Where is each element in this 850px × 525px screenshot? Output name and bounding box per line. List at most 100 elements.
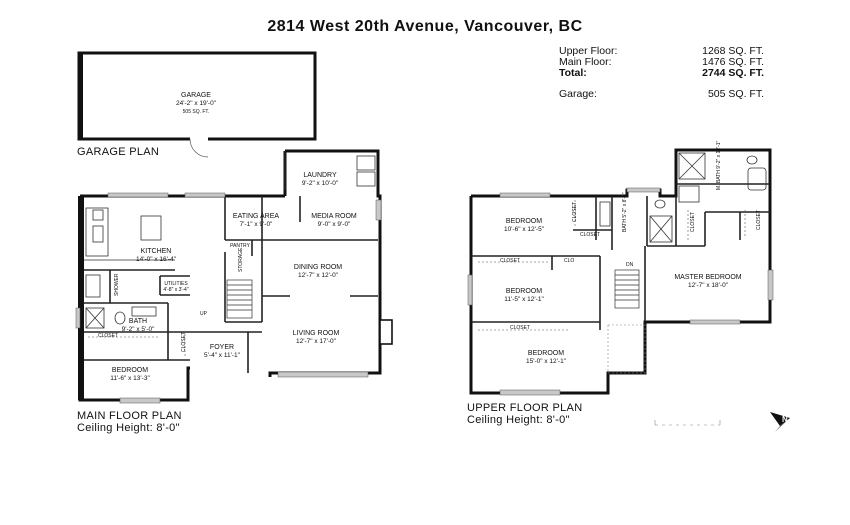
room-name: BATH bbox=[622, 219, 628, 232]
room-dim: 15'-0" x 12'-1" bbox=[526, 358, 566, 365]
scale-bar-icon bbox=[654, 420, 721, 426]
room-dim: 14'-0" x 16'-4" bbox=[136, 256, 176, 263]
main-bath-fixtures bbox=[85, 274, 157, 329]
closet-label-foyer: CLOSET bbox=[181, 331, 187, 352]
area-label: Main Floor: bbox=[559, 56, 612, 68]
room-name: GARAGE bbox=[181, 92, 211, 99]
garage-wall-left bbox=[79, 53, 83, 139]
upper-closets bbox=[478, 200, 746, 331]
room-label-shower: SHOWER bbox=[114, 273, 120, 297]
room-dim: 12'-7" x 18'-0" bbox=[688, 282, 728, 289]
upper-windows bbox=[467, 187, 774, 396]
svg-text:N: N bbox=[782, 415, 788, 424]
room-label-living-room: LIVING ROOM 12'-7" x 17'-0" bbox=[293, 330, 340, 346]
room-name: FOYER bbox=[209, 344, 235, 351]
fireplace bbox=[379, 319, 393, 345]
area-value: 2744 SQ. FT. bbox=[702, 67, 764, 79]
room-name: MEDIA ROOM bbox=[311, 213, 357, 220]
closet-label-main-bedroom: CLOSET bbox=[98, 333, 119, 339]
room-dim: 9'-2" x 12'-1" bbox=[716, 140, 722, 169]
room-dim: 11'-6" x 13'-3" bbox=[110, 375, 150, 382]
room-label-dining-room: DINING ROOM 12'-7" x 12'-0" bbox=[294, 264, 342, 280]
room-dim: 10'-6" x 12'-5" bbox=[504, 226, 544, 233]
upper-floor-walls bbox=[469, 148, 772, 395]
area-row-upper: Upper Floor: 1268 SQ. FT. bbox=[559, 46, 764, 57]
upper-floor-interior-walls bbox=[471, 183, 770, 330]
room-label-garage: GARAGE 24'-2" x 19'-0" 505 SQ. FT. bbox=[176, 92, 216, 116]
upper-landing bbox=[607, 324, 646, 374]
room-label-foyer: FOYER 5'-4" x 11'-1" bbox=[204, 344, 240, 360]
room-label-upper-bath: BATH 5'-2" x 8'-0" bbox=[622, 192, 628, 232]
room-dim: 9'-2" x 10'-0" bbox=[301, 180, 339, 187]
laundry-fixtures bbox=[356, 155, 376, 187]
room-label-pantry: PANTRY bbox=[230, 243, 250, 249]
area-label: Total: bbox=[559, 67, 587, 79]
room-name: LIVING ROOM bbox=[292, 330, 340, 337]
area-summary: Upper Floor: 1268 SQ. FT. Main Floor: 14… bbox=[559, 46, 764, 100]
room-label-eating-area: EATING AREA 7'-1" x 9'-0" bbox=[233, 213, 279, 229]
room-label-upper-bedroom-1: BEDROOM 10'-6" x 12'-5" bbox=[504, 218, 544, 234]
main-floor-interior-walls bbox=[84, 151, 378, 373]
page-title: 2814 West 20th Avenue, Vancouver, BC bbox=[267, 18, 583, 35]
area-value: 505 SQ. FT. bbox=[707, 88, 764, 100]
upper-bath-fixtures bbox=[599, 152, 767, 243]
room-label-master-bedroom: MASTER BEDROOM 12'-7" x 18'-0" bbox=[674, 274, 741, 290]
kitchen-fixtures bbox=[84, 207, 175, 261]
room-label-laundry: LAUNDRY 9'-2" x 10'-0" bbox=[302, 172, 338, 188]
upper-stairs bbox=[614, 269, 640, 309]
room-dim: 7'-1" x 9'-0" bbox=[239, 221, 273, 228]
garage-door-swing bbox=[189, 138, 209, 158]
room-dim: 9'-0" x 9'-0" bbox=[317, 221, 351, 228]
closet-label-upper-b: CLOSET bbox=[580, 232, 601, 238]
main-floor-caption: MAIN FLOOR PLAN Ceiling Height: 8'-0" bbox=[77, 410, 182, 434]
room-name: KITCHEN bbox=[140, 248, 172, 255]
room-dim: 12'-7" x 12'-0" bbox=[298, 272, 338, 279]
area-value: 1268 SQ. FT. bbox=[702, 45, 764, 57]
room-name: MASTER BEDROOM bbox=[674, 274, 742, 281]
room-name: BATH bbox=[128, 318, 148, 325]
north-arrow-icon: N bbox=[770, 412, 790, 432]
room-label-upper-bedroom-3: BEDROOM 15'-0" x 12'-1" bbox=[526, 350, 566, 366]
area-label: Upper Floor: bbox=[559, 45, 618, 57]
room-label-utilities: UTILITIES 4'-8" x 3'-4" bbox=[163, 281, 188, 293]
upper-floor-plan-title: UPPER FLOOR PLAN bbox=[467, 402, 583, 414]
room-name: UTILITIES bbox=[164, 281, 188, 287]
area-row-main: Main Floor: 1476 SQ. FT. bbox=[559, 57, 764, 68]
room-label-storage: STORAGE bbox=[238, 247, 244, 272]
main-stairs bbox=[226, 279, 253, 319]
main-closets bbox=[88, 334, 186, 356]
room-name: LAUNDRY bbox=[303, 172, 337, 179]
room-dim: 12'-7" x 17'-0" bbox=[296, 338, 336, 345]
closet-label-upper-d: CLOSET bbox=[756, 209, 762, 230]
main-west-wall bbox=[78, 196, 84, 400]
upper-floor-caption: UPPER FLOOR PLAN Ceiling Height: 8'-0" bbox=[467, 402, 582, 426]
stair-label-dn: DN bbox=[626, 262, 634, 268]
room-label-media-room: MEDIA ROOM 9'-0" x 9'-0" bbox=[311, 213, 357, 229]
room-dim: 24'-2" x 19'-0" bbox=[176, 100, 216, 107]
room-label-kitchen: KITCHEN 14'-0" x 16'-4" bbox=[136, 248, 176, 264]
room-dim: 4'-8" x 3'-4" bbox=[163, 287, 189, 293]
room-dim: 11'-5" x 12'-1" bbox=[504, 296, 544, 303]
room-label-main-bedroom: BEDROOM 11'-6" x 13'-3" bbox=[110, 367, 150, 383]
room-label-upper-bedroom-2: BEDROOM 11'-5" x 12'-1" bbox=[504, 288, 544, 304]
main-floor-ceiling-height: Ceiling Height: 8'-0" bbox=[77, 422, 180, 434]
room-name: M. BATH bbox=[716, 170, 722, 190]
area-label: Garage: bbox=[559, 88, 597, 100]
upper-floor-ceiling-height: Ceiling Height: 8'-0" bbox=[467, 414, 570, 426]
main-windows bbox=[75, 192, 382, 404]
main-floor-plan-title: MAIN FLOOR PLAN bbox=[77, 410, 182, 422]
room-label-main-bath: BATH 9'-2" x 5'-0" bbox=[122, 318, 155, 334]
area-value: 1476 SQ. FT. bbox=[702, 56, 764, 68]
closet-label-upper-clo: CLO bbox=[564, 258, 575, 264]
closet-label-upper-c: CLOSET bbox=[690, 211, 696, 232]
closet-label-upper-f: CLOSET bbox=[510, 325, 531, 331]
room-name: BEDROOM bbox=[505, 218, 543, 225]
room-dim: 5'-2" x 8'-0" bbox=[622, 192, 628, 218]
room-name: EATING AREA bbox=[232, 213, 280, 220]
room-name: BEDROOM bbox=[505, 288, 543, 295]
room-dim: 5'-4" x 11'-1" bbox=[204, 352, 240, 359]
room-name: DINING ROOM bbox=[293, 264, 343, 271]
room-area: 505 SQ. FT. bbox=[182, 109, 210, 115]
area-row-total: Total: 2744 SQ. FT. bbox=[559, 68, 764, 79]
